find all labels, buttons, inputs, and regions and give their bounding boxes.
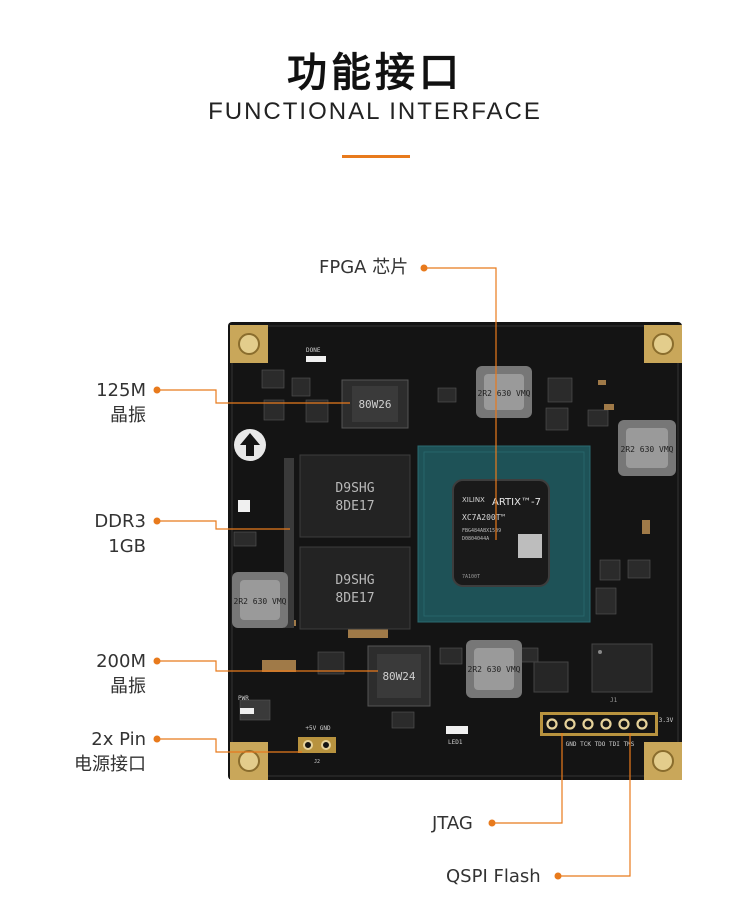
- svg-text:DONE: DONE: [306, 347, 321, 354]
- callout-ddr3-line1: DDR3: [94, 511, 146, 532]
- svg-text:LED1: LED1: [448, 739, 463, 746]
- svg-text:J2: J2: [314, 759, 320, 765]
- oscillator-125m: 80W26: [341, 379, 409, 429]
- svg-text:D0804044A: D0804044A: [462, 536, 489, 542]
- fpga-chip: XILINX ARTIX™-7 XC7A200T™ FBG484ABX1509 …: [417, 445, 591, 623]
- svg-text:J1: J1: [610, 697, 618, 704]
- callout-ddr3-line2: 1GB: [108, 536, 146, 557]
- svg-text:2R2 630 VMQ: 2R2 630 VMQ: [234, 597, 287, 606]
- ddr3-chip-top: D9SHG 8DE17: [299, 454, 411, 538]
- leader-lines: [157, 267, 631, 877]
- svg-text:XC7A200T™: XC7A200T™: [462, 513, 506, 522]
- svg-text:2R2 630 VMQ: 2R2 630 VMQ: [478, 389, 531, 398]
- white-led-pads: [238, 356, 468, 734]
- svg-text:+5V GND: +5V GND: [305, 725, 331, 732]
- mounting-pads: [230, 325, 682, 780]
- header-pins: [284, 458, 294, 628]
- svg-text:XILINX: XILINX: [462, 496, 485, 504]
- svg-text:GND TCK TDO TDI TMS: GND TCK TDO TDI TMS: [566, 741, 635, 748]
- callout-osc200: 200M 晶振: [60, 649, 146, 699]
- svg-text:ARTIX™-7: ARTIX™-7: [492, 497, 541, 508]
- svg-text:8DE17: 8DE17: [335, 499, 374, 514]
- title-underline: [342, 155, 410, 158]
- callout-ddr3: DDR3 1GB: [60, 509, 146, 559]
- svg-text:2R2 630 VMQ: 2R2 630 VMQ: [621, 445, 674, 454]
- power-header: +5V GND J2: [298, 725, 336, 765]
- callout-osc125: 125M 晶振: [60, 378, 146, 428]
- callout-power: 2x Pin 电源接口: [40, 727, 146, 777]
- callout-osc200-line2: 晶振: [110, 676, 146, 697]
- callout-fpga: FPGA 芯片: [319, 257, 409, 278]
- oscillator-200m: 80W24: [367, 645, 431, 707]
- page-subtitle: FUNCTIONAL INTERFACE: [208, 98, 542, 125]
- svg-text:3.3V: 3.3V: [659, 717, 674, 724]
- svg-text:D9SHG: D9SHG: [335, 481, 374, 496]
- svg-text:D9SHG: D9SHG: [335, 573, 374, 588]
- smd-components: [233, 369, 651, 729]
- ddr3-chip-bottom: D9SHG 8DE17: [299, 546, 411, 630]
- silkscreen-labels: PWR DONE LED1: [238, 347, 463, 746]
- svg-text:PWR: PWR: [238, 695, 249, 702]
- callout-power-line1: 2x Pin: [91, 729, 146, 750]
- svg-text:80W26: 80W26: [358, 398, 391, 411]
- inductor-left: 2R2 630 VMQ: [232, 572, 288, 628]
- leader-dots: [153, 264, 562, 880]
- callout-qspi: QSPI Flash: [446, 866, 541, 887]
- arrow-up-icon: [234, 429, 266, 461]
- callout-osc125-line1: 125M: [96, 380, 146, 401]
- callout-power-line2: 电源接口: [74, 754, 146, 775]
- inductor-right: 2R2 630 VMQ: [618, 420, 676, 476]
- jtag-header: GND TCK TDO TDI TMS 3.3V: [540, 712, 674, 748]
- callout-osc200-line1: 200M: [96, 651, 146, 672]
- qspi-small-chip: [533, 661, 569, 693]
- svg-text:7A100T: 7A100T: [462, 574, 480, 580]
- svg-text:FBG484ABX1509: FBG484ABX1509: [462, 528, 501, 534]
- inductor-bottom: 2R2 630 VMQ: [466, 640, 522, 698]
- callout-osc125-line2: 晶振: [110, 405, 146, 426]
- svg-text:80W24: 80W24: [382, 670, 415, 683]
- page-title: 功能接口: [287, 50, 463, 96]
- svg-text:8DE17: 8DE17: [335, 591, 374, 606]
- qspi-flash-chip: J1: [591, 643, 653, 704]
- inductor-top: 2R2 630 VMQ: [476, 366, 532, 418]
- svg-text:2R2 630 VMQ: 2R2 630 VMQ: [468, 665, 521, 674]
- callout-jtag: JTAG: [432, 813, 473, 834]
